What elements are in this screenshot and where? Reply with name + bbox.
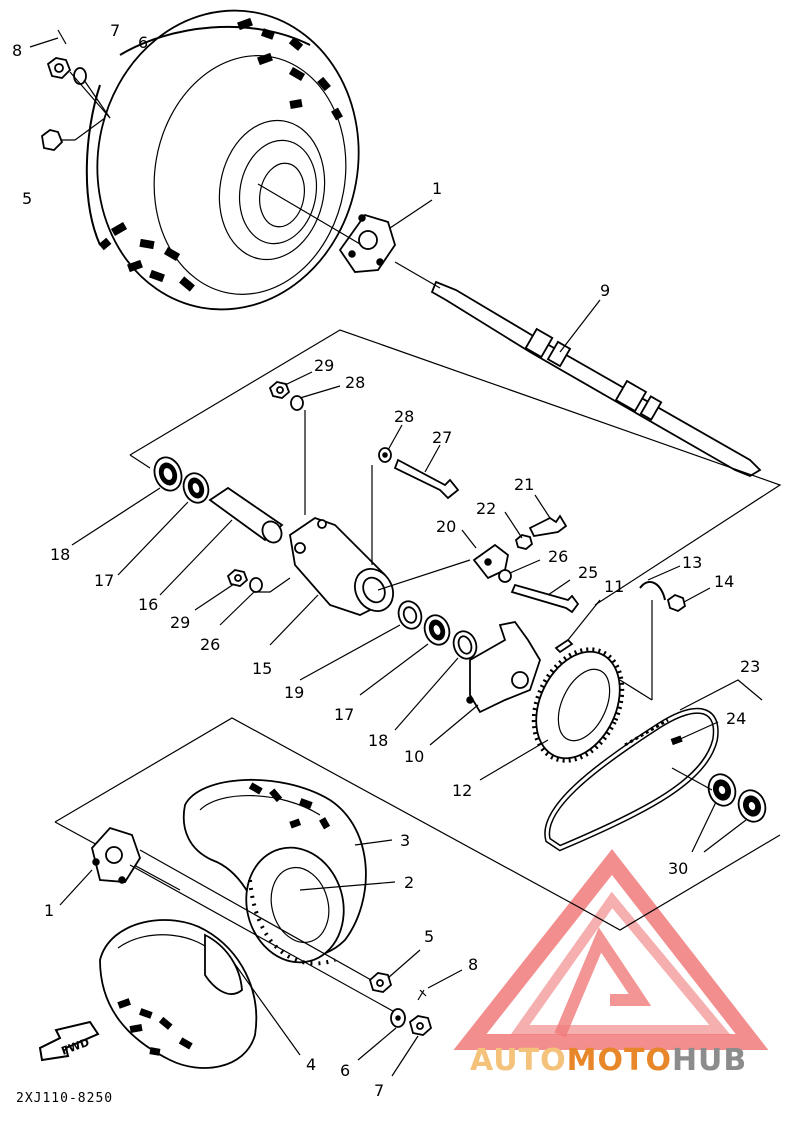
label-7-low: 7 [374, 1081, 384, 1100]
label-2: 2 [404, 873, 414, 892]
label-28-mid: 28 [394, 407, 414, 426]
label-26-mid: 26 [548, 547, 568, 566]
label-24: 24 [726, 709, 746, 728]
axle-housing [269, 410, 394, 646]
label-21: 21 [514, 475, 534, 494]
label-6-low: 6 [340, 1061, 350, 1080]
automotohub-watermark: AUTOMOTOHUB [470, 1043, 747, 1078]
sprocket-hub [429, 621, 541, 746]
pinch-bolt [378, 424, 460, 500]
label-30: 30 [668, 859, 688, 878]
rear-sprocket [479, 647, 653, 781]
sprocket-bolt [554, 599, 601, 654]
label-1-low: 1 [44, 901, 54, 920]
svg-text:AUTOMOTOHUB: AUTOMOTOHUB [470, 1043, 747, 1078]
bearings-middle [299, 600, 478, 731]
top-fasteners [29, 29, 111, 151]
label-26-low: 26 [200, 635, 220, 654]
label-12: 12 [452, 781, 472, 800]
oil-seals [671, 767, 767, 853]
label-20: 20 [436, 517, 456, 536]
label-19: 19 [284, 683, 304, 702]
callout-labels: 8 7 6 5 1 9 29 28 28 27 21 22 20 26 25 1… [12, 21, 760, 1106]
label-27: 27 [432, 428, 452, 447]
hub-bottom [59, 826, 401, 1016]
bearings-left [71, 456, 210, 576]
label-29-low: 29 [170, 613, 190, 632]
label-8-top: 8 [12, 41, 22, 60]
label-18-mid: 18 [368, 731, 388, 750]
label-18-left: 18 [50, 545, 70, 564]
label-4: 4 [306, 1055, 316, 1074]
label-25: 25 [578, 563, 598, 582]
label-17-left: 17 [94, 571, 114, 590]
label-9: 9 [600, 281, 610, 300]
watermark-moto: MOTO [567, 1043, 672, 1078]
label-3: 3 [400, 831, 410, 850]
bottom-fasteners [357, 949, 463, 1077]
nuts-washers-top [268, 371, 341, 411]
label-15: 15 [252, 659, 272, 678]
watermark-hub: HUB [672, 1043, 747, 1078]
label-10: 10 [404, 747, 424, 766]
label-5-low: 5 [424, 927, 434, 946]
label-1-top: 1 [432, 179, 442, 198]
rear-wheel-right [99, 779, 396, 1069]
label-22: 22 [476, 499, 496, 518]
label-7-top: 7 [110, 21, 120, 40]
drive-chain [544, 679, 763, 852]
label-13: 13 [682, 553, 702, 572]
label-16: 16 [138, 595, 158, 614]
adjuster-bolts [377, 494, 580, 614]
watermark-auto: AUTO [470, 1043, 567, 1078]
nuts-washers-low [194, 569, 291, 626]
automotohub-logo [453, 849, 769, 1050]
fwd-label: FWD [60, 1036, 91, 1058]
label-29-top: 29 [314, 356, 334, 375]
label-5-top: 5 [22, 189, 32, 208]
forward-direction-arrow: FWD [38, 1020, 100, 1062]
label-8-low: 8 [468, 955, 478, 974]
rear-axle [394, 261, 762, 478]
label-17-mid: 17 [334, 705, 354, 724]
spacer-tube [159, 486, 284, 596]
hub-top [257, 183, 433, 273]
middle-assembly-outline [129, 329, 782, 606]
label-28-top: 28 [345, 373, 365, 392]
rear-wheel-left [85, 9, 360, 311]
diagram-code: 2XJ110-8250 [16, 1091, 113, 1106]
label-6-top: 6 [138, 33, 148, 52]
label-23: 23 [740, 657, 760, 676]
label-14: 14 [714, 572, 734, 591]
chain-clip [639, 565, 711, 700]
label-11: 11 [604, 577, 624, 596]
